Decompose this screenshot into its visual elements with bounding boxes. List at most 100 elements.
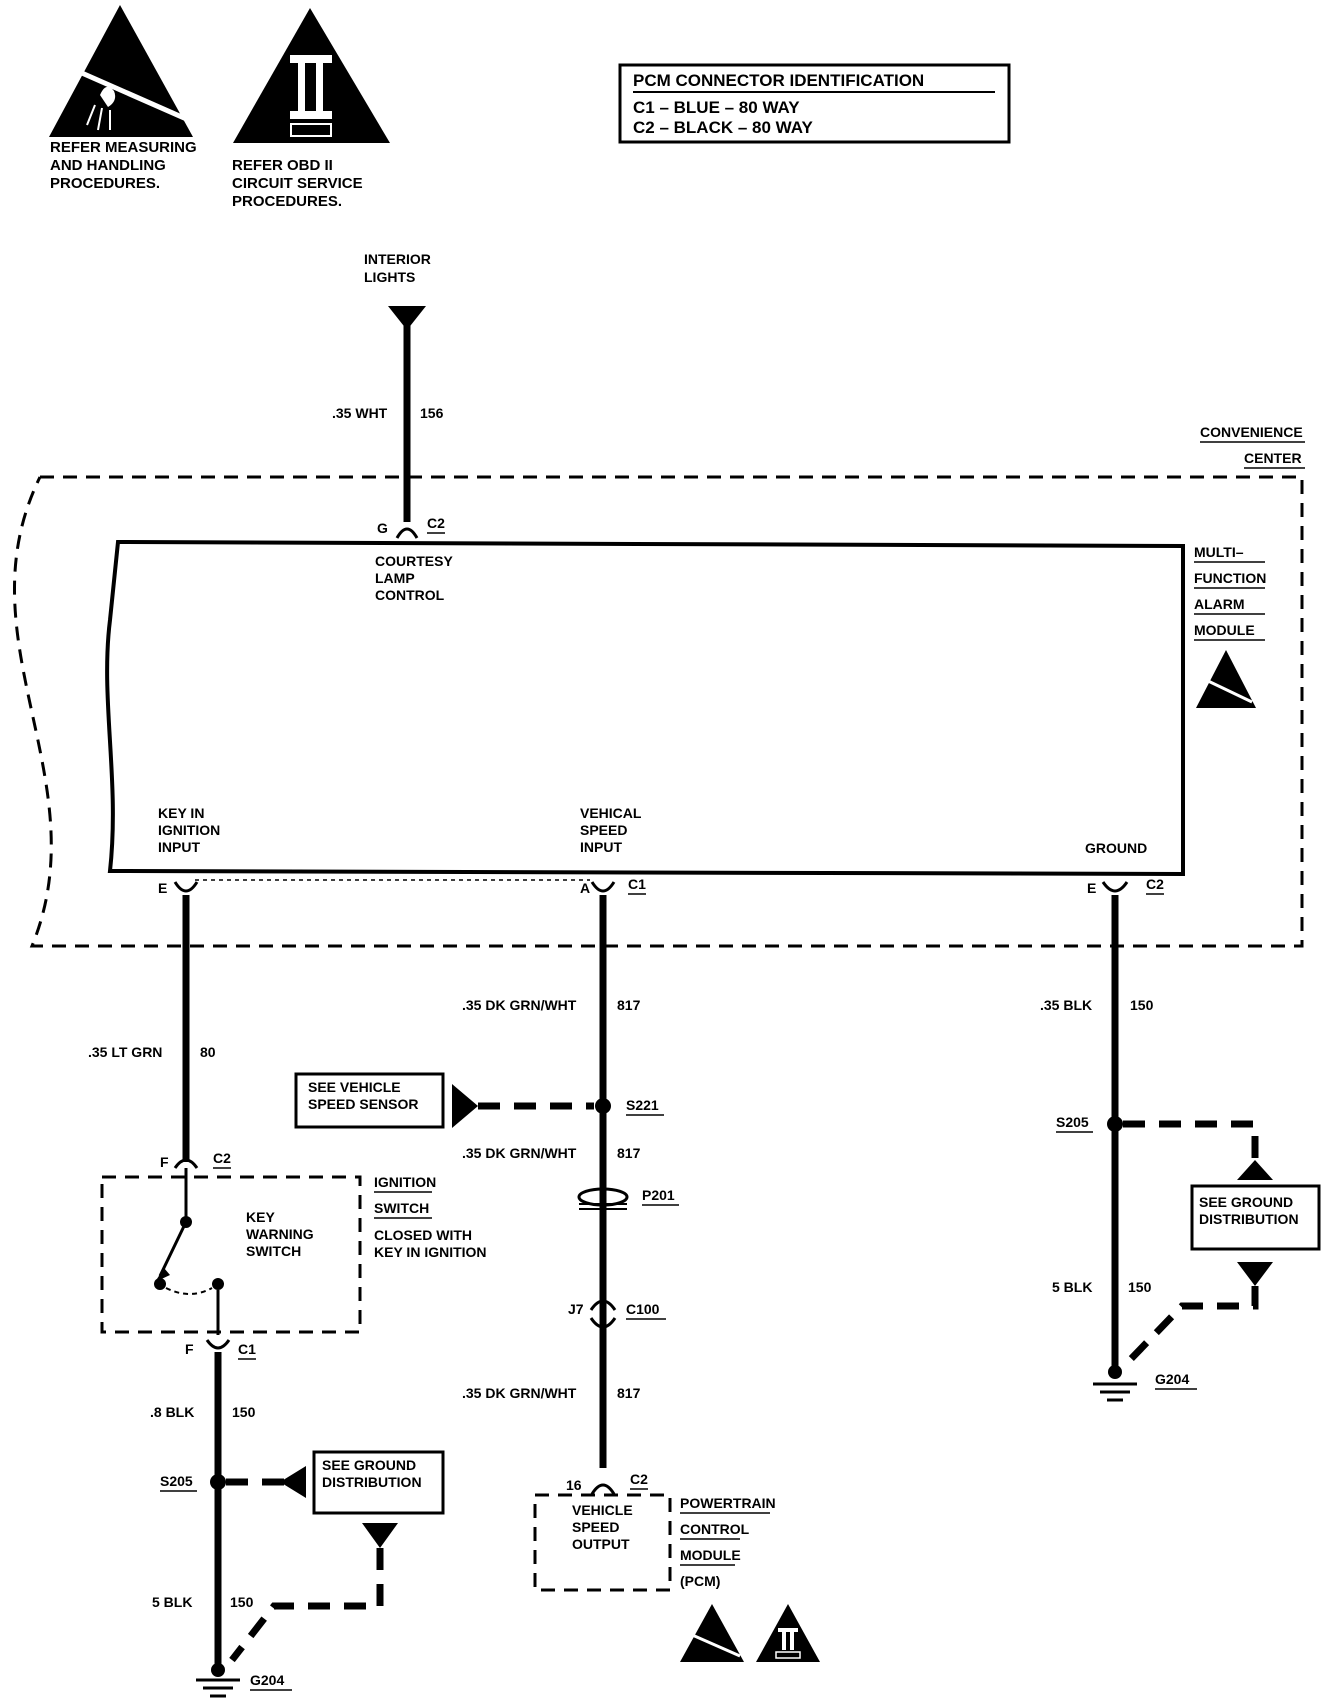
splice-s205-right: [1107, 1116, 1123, 1132]
ignition-label-2: SWITCH: [374, 1200, 429, 1216]
wire-817-color-2: .35 DK GRN/WHT: [462, 1145, 577, 1161]
wire-817-color-1: .35 DK GRN/WHT: [462, 997, 577, 1013]
mfam-label-4: MODULE: [1194, 622, 1255, 638]
esd-text-3: PROCEDURES.: [50, 175, 160, 192]
conn-c2-top: C2: [427, 515, 445, 531]
interior-lights-label-1: INTERIOR: [364, 251, 431, 267]
see-ground-distribution-box-right: [1190, 1184, 1321, 1251]
mfam-label-3: ALARM: [1194, 596, 1245, 612]
vso-label-3: OUTPUT: [572, 1536, 630, 1552]
esd-warning-icon: [1196, 650, 1256, 708]
connector-ign-bottom: [205, 1339, 231, 1350]
ignition-switch-box: [100, 1175, 362, 1334]
pin-j7: J7: [568, 1301, 584, 1317]
esd-text-2: AND HANDLING: [50, 157, 166, 174]
see-ground-distribution-box-left: [312, 1450, 445, 1515]
mfam-label-1: MULTI–: [1194, 544, 1244, 560]
s221-label: S221: [626, 1097, 659, 1113]
courtesy-label-2: LAMP: [375, 570, 415, 586]
wire-150-right-number: 150: [1130, 997, 1154, 1013]
ground-dist-arrow-icon: [280, 1466, 306, 1498]
see-vehicle-speed-sensor-box: [294, 1072, 445, 1129]
connector-speed-input: [590, 881, 616, 893]
connector-c100-top: [589, 1299, 617, 1311]
wire-817-number-3: 817: [617, 1385, 641, 1401]
wire-150-left-color: .8 BLK: [150, 1404, 194, 1420]
connector-ign-top: [173, 1158, 199, 1169]
ground-icon: [1093, 1365, 1137, 1402]
courtesy-label-3: CONTROL: [375, 587, 445, 603]
multifunction-alarm-module-box: [105, 539, 1185, 877]
convenience-center-outline: [13, 475, 1304, 948]
conn-c2-ign: C2: [213, 1150, 231, 1166]
convenience-center-label-2: CENTER: [1244, 450, 1302, 466]
pcm-id-row-1: C1 – BLUE – 80 WAY: [633, 98, 800, 117]
wire-150-left-number: 150: [232, 1404, 256, 1420]
connector-ground: [1101, 881, 1129, 893]
esd-text-1: REFER MEASURING: [50, 139, 197, 156]
wire-156-number: 156: [420, 405, 444, 421]
key-in-label-2: IGNITION: [158, 822, 220, 838]
conn-c2-pcm: C2: [630, 1471, 648, 1487]
key-warning-label-3: SWITCH: [246, 1243, 301, 1259]
see-ground-left-2: DISTRIBUTION: [322, 1474, 422, 1490]
esd-warning-icon: [680, 1604, 744, 1662]
esd-warning-icon: [49, 5, 202, 137]
key-warning-label-2: WARNING: [246, 1226, 314, 1242]
convenience-center-label-1: CONVENIENCE: [1200, 424, 1303, 440]
vss-arrow-icon: [452, 1084, 478, 1128]
see-vss-2: SPEED SENSOR: [308, 1096, 418, 1112]
p201-label: P201: [642, 1187, 675, 1203]
vso-label-2: SPEED: [572, 1519, 619, 1535]
s205-right-label: S205: [1056, 1114, 1089, 1130]
see-ground-left-1: SEE GROUND: [322, 1457, 416, 1473]
pcm-id-title: PCM CONNECTOR IDENTIFICATION: [633, 71, 924, 90]
vso-label-1: VEHICLE: [572, 1502, 633, 1518]
see-vss-1: SEE VEHICLE: [308, 1079, 401, 1095]
mfam-label-2: FUNCTION: [1194, 570, 1266, 586]
key-in-label-3: INPUT: [158, 839, 200, 855]
wire-5blk-left-number: 150: [230, 1594, 254, 1610]
pcm-label-4: (PCM): [680, 1573, 720, 1589]
speed-input-label-2: SPEED: [580, 822, 627, 838]
ignition-note-2: KEY IN IGNITION: [374, 1244, 487, 1260]
see-ground-right-2: DISTRIBUTION: [1199, 1211, 1299, 1227]
pcm-label-2: CONTROL: [680, 1521, 750, 1537]
connector-courtesy: [395, 527, 419, 539]
ground-label: GROUND: [1085, 840, 1147, 856]
pcm-id-row-2: C2 – BLACK – 80 WAY: [633, 118, 813, 137]
wire-5blk-right-color: 5 BLK: [1052, 1279, 1092, 1295]
conn-c100: C100: [626, 1301, 660, 1317]
conn-c1-ign: C1: [238, 1341, 256, 1357]
wire-5blk-left-color: 5 BLK: [152, 1594, 192, 1610]
obd-warning-icon: [756, 1604, 820, 1662]
conn-c2-ground: C2: [1146, 876, 1164, 892]
pass-through-p201: [577, 1187, 629, 1210]
obd-warning-icon: [233, 8, 390, 143]
pin-16: 16: [566, 1477, 582, 1493]
key-warning-label-1: KEY: [246, 1209, 275, 1225]
pcm-label-3: MODULE: [680, 1547, 741, 1563]
obd-text-1: REFER OBD II: [232, 157, 333, 174]
ground-icon: [196, 1663, 240, 1698]
connector-c100-bottom: [589, 1317, 617, 1329]
pin-e-right: E: [1087, 880, 1096, 896]
splice-s205-left: [210, 1474, 226, 1490]
wire-817-color-3: .35 DK GRN/WHT: [462, 1385, 577, 1401]
pin-a: A: [580, 880, 590, 896]
connector-key-in: [173, 881, 199, 893]
pin-f-top: F: [160, 1154, 169, 1170]
speed-input-label-1: VEHICAL: [580, 805, 642, 821]
courtesy-label-1: COURTESY: [375, 553, 453, 569]
connector-pcm: [590, 1483, 616, 1495]
wire-5blk-right-number: 150: [1128, 1279, 1152, 1295]
pin-g: G: [377, 520, 388, 536]
wire-156-color: .35 WHT: [332, 405, 388, 421]
obd-text-3: PROCEDURES.: [232, 193, 342, 210]
s205-left-label: S205: [160, 1473, 193, 1489]
ignition-note-1: CLOSED WITH: [374, 1227, 472, 1243]
wire-150-right-color: .35 BLK: [1040, 997, 1092, 1013]
wire-80-color: .35 LT GRN: [88, 1044, 162, 1060]
wire-80-number: 80: [200, 1044, 216, 1060]
pcm-connector-id-box: PCM CONNECTOR IDENTIFICATION C1 – BLUE –…: [618, 63, 1011, 144]
